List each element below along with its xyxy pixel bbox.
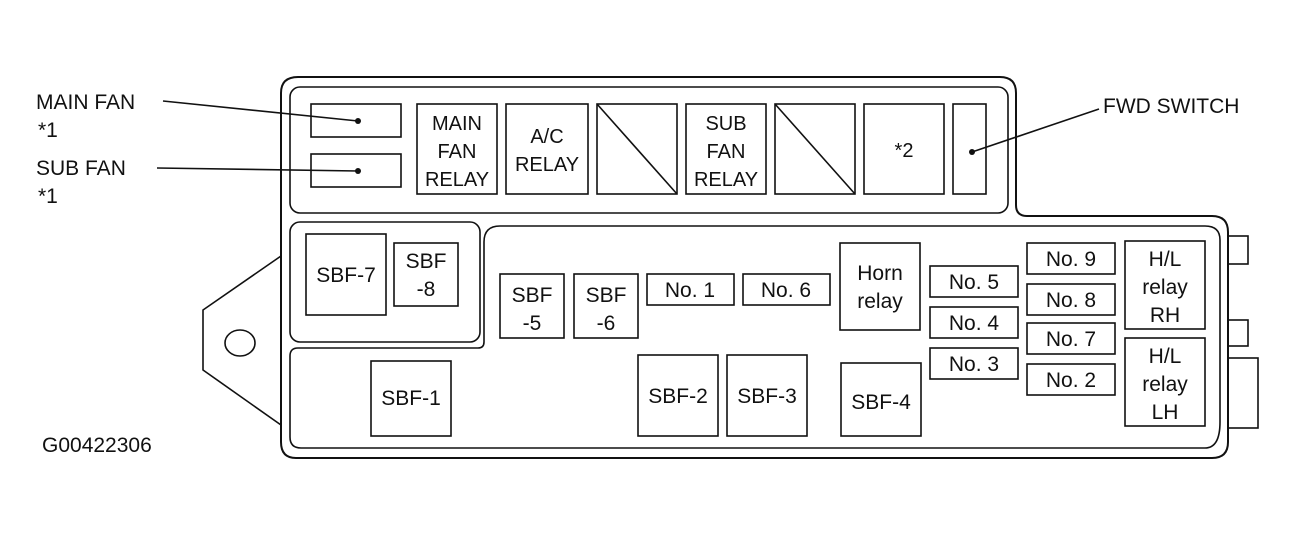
side-tab-1 [1227,235,1249,265]
sub-fan-relay-line3: RELAY [694,169,758,191]
main-fan-relay [416,103,498,195]
sbf1-fuse [370,360,452,437]
no1-fuse [646,273,735,306]
sbf5-fuse [499,273,565,339]
sbf8-line1: SBF [406,250,447,273]
sbf6-line2: -6 [597,312,616,335]
no9-label: No. 9 [1046,248,1096,271]
sbf1-label: SBF-1 [381,387,441,410]
hl-relay-lh-line3: LH [1152,401,1179,424]
ac-relay-line1: A/C [530,126,563,148]
main-fan-relay-line3: RELAY [425,169,489,191]
main-fan-note: *1 [38,119,58,142]
sbf2-label: SBF-2 [648,385,708,408]
main-fan-leader [162,100,359,122]
housing-outline [280,76,1229,459]
mounting-bracket [202,255,282,426]
no1-label: No. 1 [665,279,715,302]
relay-compartment [289,86,1009,214]
no4-label: No. 4 [949,312,1000,335]
main-fan-relay-line2: FAN [438,141,477,163]
no5-label: No. 5 [949,271,999,294]
no2-fuse [1026,363,1116,396]
side-tab-2 [1227,319,1249,347]
no7-label: No. 7 [1046,328,1096,351]
sbf8-fuse [393,242,459,307]
sbf8-line2: -8 [417,278,436,301]
no3-fuse [929,347,1019,380]
sbf3-fuse [726,354,808,437]
no5-fuse [929,265,1019,298]
note2-relay [863,103,945,195]
mounting-hole [224,329,256,357]
sbf7-fuse [305,233,387,316]
sub-fan-relay-line1: SUB [705,113,746,135]
blank-relay-2-slash [774,103,856,195]
mid-compartment [289,225,1221,449]
note2-label: *2 [895,140,914,162]
no6-label: No. 6 [761,279,811,302]
sbf4-fuse [840,362,922,437]
no8-fuse [1026,283,1116,316]
hl-relay-rh [1124,240,1206,330]
left-mid-compartment [289,221,481,343]
horn-relay-line1: Horn [857,262,903,285]
fwd-switch-callout: FWD SWITCH [1103,95,1239,118]
ac-relay-line2: RELAY [515,154,579,176]
no4-fuse [929,306,1019,339]
hl-relay-rh-line1: H/L [1149,248,1182,271]
fwd-switch-leader [971,108,1100,153]
hl-relay-lh [1124,337,1206,427]
sbf5-line1: SBF [512,284,553,307]
no8-label: No. 8 [1046,289,1096,312]
ac-relay [505,103,589,195]
no6-fuse [742,273,831,306]
main-fan-relay-line1: MAIN [432,113,482,135]
sbf5-line2: -5 [523,312,542,335]
hl-relay-rh-line2: relay [1142,276,1188,299]
horn-relay [839,242,921,331]
sbf2-fuse [637,354,719,437]
no9-fuse [1026,242,1116,275]
hl-relay-lh-line2: relay [1142,373,1188,396]
sub-fan-relay [685,103,767,195]
sbf3-label: SBF-3 [737,385,797,408]
main-fan-callout: MAIN FAN [36,91,135,114]
sbf6-fuse [573,273,639,339]
horn-relay-line2: relay [857,290,903,313]
sub-fan-callout: SUB FAN [36,157,126,180]
side-tab-3 [1227,357,1259,429]
no3-label: No. 3 [949,353,999,376]
hl-relay-lh-line1: H/L [1149,345,1182,368]
sub-fan-note: *1 [38,185,58,208]
sub-fan-relay-line2: FAN [707,141,746,163]
sub-fan-leader [156,167,359,172]
blank-relay-1-slash [596,103,678,195]
sbf7-label: SBF-7 [316,264,376,287]
no7-fuse [1026,322,1116,355]
figure-id: G00422306 [42,434,152,457]
sbf4-label: SBF-4 [851,391,911,414]
sbf6-line1: SBF [586,284,627,307]
hl-relay-rh-line3: RH [1150,304,1180,327]
no2-label: No. 2 [1046,369,1096,392]
